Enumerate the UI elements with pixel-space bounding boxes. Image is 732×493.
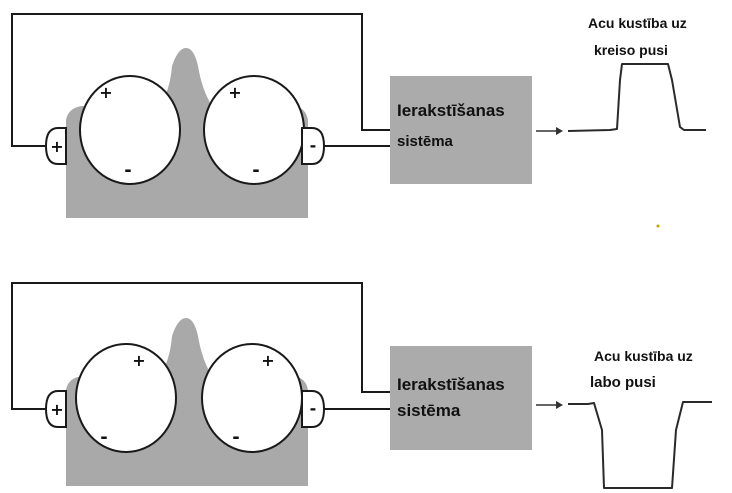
right-eye-minus-sign: - xyxy=(232,427,239,448)
output-arrow-head xyxy=(556,127,563,135)
recording-system-label-line1: Ierakstīšanas xyxy=(397,375,505,394)
left-eye-plus-sign: + xyxy=(132,351,145,370)
recording-system-box xyxy=(390,76,532,184)
stray-mark xyxy=(656,224,660,228)
right-eye-minus-sign: - xyxy=(252,160,259,181)
movement-caption-line2: kreiso pusi xyxy=(594,42,668,58)
right-eye-plus-sign: + xyxy=(228,83,241,102)
wire-loop xyxy=(11,13,390,147)
recording-system-label-line2: sistēma xyxy=(397,401,461,420)
left-eyeball xyxy=(75,343,177,453)
left-eyeball xyxy=(79,75,181,185)
right-electrode-sign: - xyxy=(310,399,317,418)
right-eye-plus-sign: + xyxy=(261,351,274,370)
left-electrode-sign: + xyxy=(50,400,63,419)
right-eyeball xyxy=(201,343,303,453)
movement-caption-line1: Acu kustība uz xyxy=(594,348,693,364)
left-electrode-sign: + xyxy=(50,137,63,156)
eog-signal-trace xyxy=(567,63,706,132)
panel-right-movement: + - + - + - Ierakstīšanas sistēma Acu ku… xyxy=(11,282,712,489)
eog-signal-trace xyxy=(568,401,712,489)
left-eye-plus-sign: + xyxy=(99,83,112,102)
left-eye-minus-sign: - xyxy=(100,427,107,448)
recording-system-label-line1: Ierakstīšanas xyxy=(397,101,505,120)
left-eye-minus-sign: - xyxy=(124,160,131,181)
movement-caption-line1: Acu kustība uz xyxy=(588,15,687,31)
panel-left-movement: + - + - + - Ierakstīšanas sistēma Acu ku… xyxy=(11,13,706,228)
output-arrow-head xyxy=(556,401,563,409)
movement-caption-line2: labo pusi xyxy=(590,374,656,391)
recording-system-label-line2: sistēma xyxy=(397,133,454,150)
wire-loop xyxy=(11,282,390,410)
recording-system-box xyxy=(390,346,532,450)
right-electrode-sign: - xyxy=(310,136,317,155)
left-electrode xyxy=(44,127,67,165)
left-electrode xyxy=(44,390,67,428)
